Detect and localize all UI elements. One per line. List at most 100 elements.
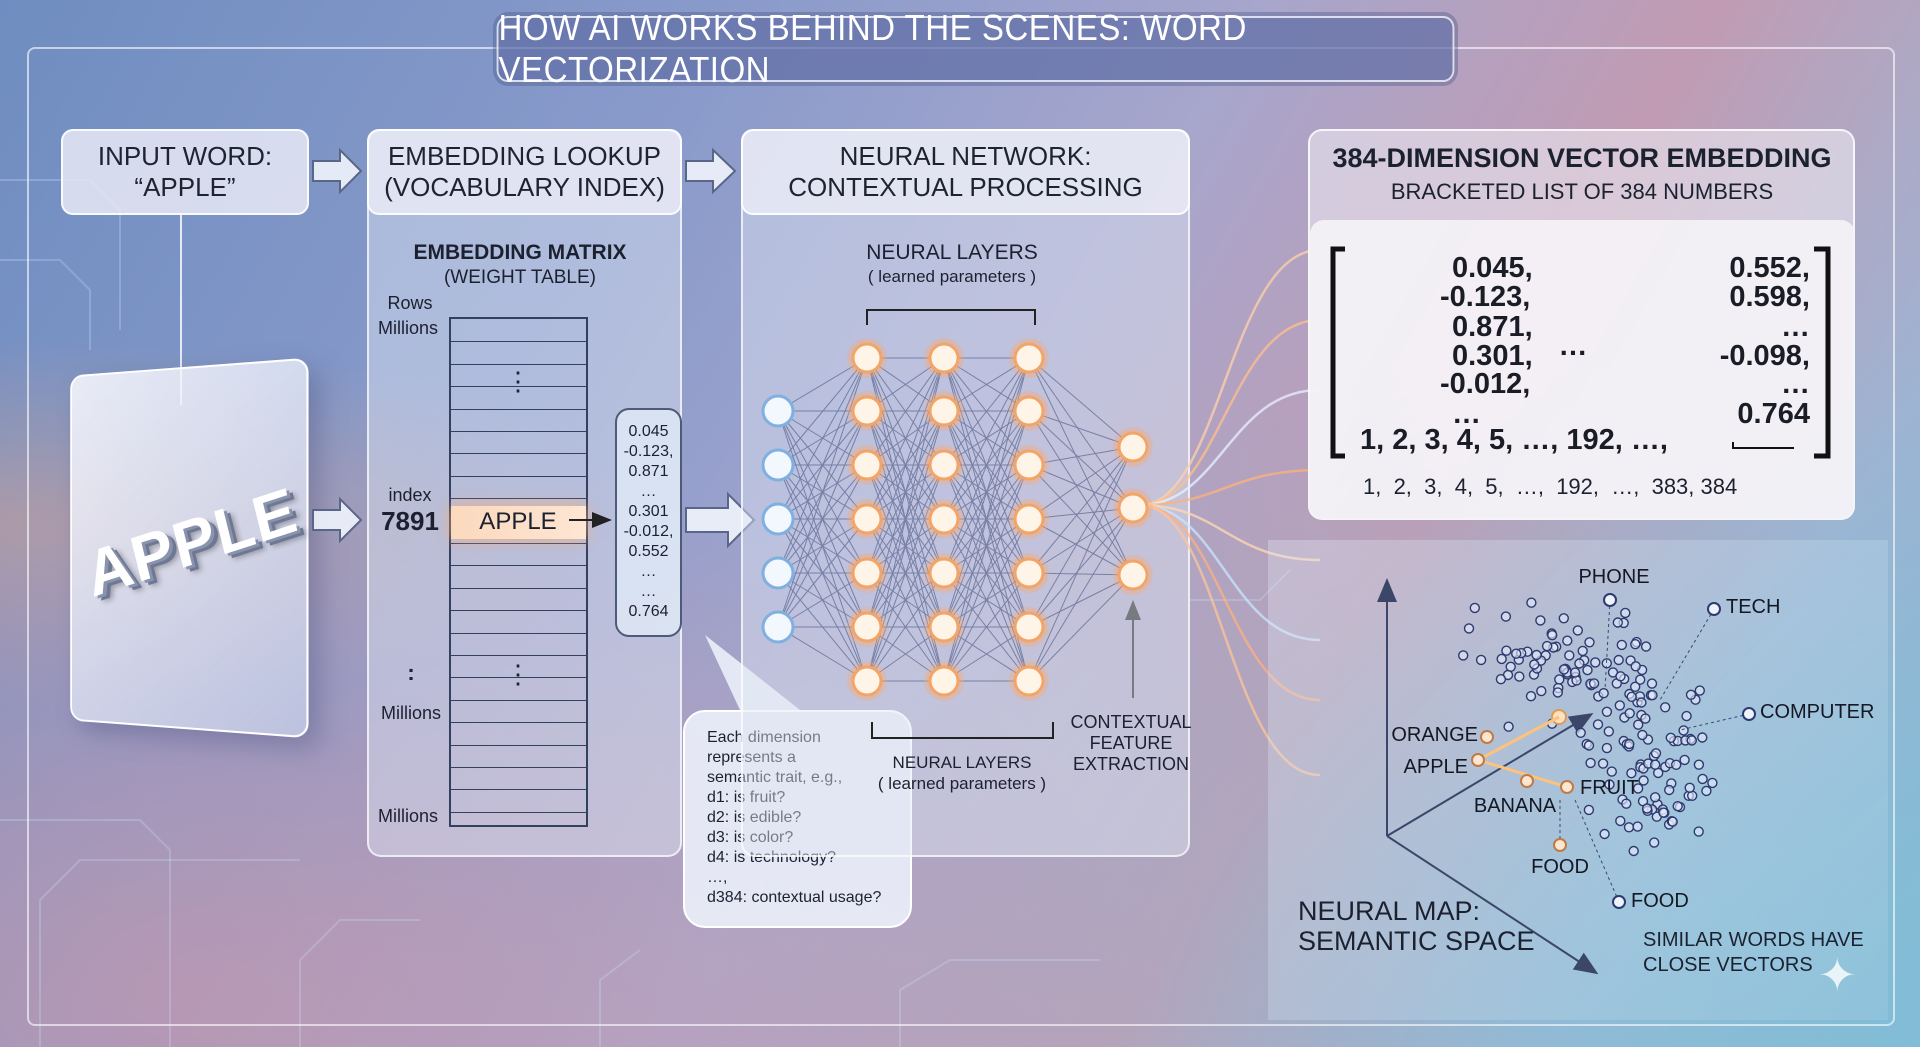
- map-point: [1594, 720, 1603, 729]
- map-point: [1687, 736, 1696, 745]
- map-point: [1648, 679, 1657, 688]
- map-point: [1615, 701, 1624, 710]
- word-label-apple: APPLE: [1404, 756, 1468, 779]
- map-point: [1573, 626, 1582, 635]
- map-point: [1622, 799, 1631, 808]
- map-point: [1708, 778, 1717, 787]
- map-point: [1586, 758, 1595, 767]
- map-point: [1543, 642, 1552, 651]
- word-label-computer: COMPUTER: [1760, 701, 1874, 724]
- map-point: [1642, 642, 1651, 651]
- map-point: [1695, 686, 1704, 695]
- map-point: [1665, 786, 1674, 795]
- map-point: [1672, 760, 1681, 769]
- map-point: [1477, 655, 1486, 664]
- map-point: [1537, 687, 1546, 696]
- map-point: [1585, 741, 1594, 750]
- map-point: [1571, 668, 1580, 677]
- map-point: [1602, 744, 1611, 753]
- map-point: [1639, 776, 1648, 785]
- map-point: [1604, 727, 1613, 736]
- word-label-phone: PHONE: [1578, 566, 1649, 589]
- map-point: [1617, 640, 1626, 649]
- word-point-phone: [1604, 594, 1616, 606]
- map-point: [1555, 675, 1564, 684]
- map-point: [1648, 691, 1657, 700]
- map-point: [1600, 830, 1609, 839]
- map-point: [1465, 624, 1474, 633]
- map-point: [1638, 731, 1647, 740]
- word-point-food2: [1613, 896, 1625, 908]
- map-point: [1599, 689, 1608, 698]
- map-point: [1625, 709, 1634, 718]
- word-label-tech: TECH: [1726, 596, 1780, 619]
- map-point: [1616, 816, 1625, 825]
- map-point: [1614, 656, 1623, 665]
- word-label-food2: FOOD: [1631, 890, 1689, 913]
- map-point: [1501, 612, 1510, 621]
- map-point: [1496, 675, 1505, 684]
- map-point: [1548, 631, 1557, 640]
- map-point: [1559, 665, 1568, 674]
- word-point-apple: [1472, 754, 1484, 766]
- map-point: [1698, 774, 1707, 783]
- map-point: [1631, 662, 1640, 671]
- word-label-fruit: FRUIT: [1580, 777, 1639, 800]
- map-point: [1527, 692, 1536, 701]
- map-point: [1575, 659, 1584, 668]
- map-point: [1652, 749, 1661, 758]
- map-point: [1602, 707, 1611, 716]
- sparkle-icon: ✦: [1818, 948, 1857, 1002]
- map-point: [1470, 603, 1479, 612]
- map-note-2: CLOSE VECTORS: [1643, 954, 1813, 977]
- map-point: [1578, 646, 1587, 655]
- map-point: [1563, 636, 1572, 645]
- map-point: [1502, 646, 1511, 655]
- map-point: [1527, 598, 1536, 607]
- map-point: [1553, 688, 1562, 697]
- map-point: [1679, 726, 1688, 735]
- map-point: [1616, 672, 1625, 681]
- map-title-1: NEURAL MAP:: [1298, 896, 1480, 927]
- map-point: [1584, 805, 1593, 814]
- map-point: [1576, 728, 1585, 737]
- word-label-orange: ORANGE: [1391, 724, 1478, 747]
- map-point: [1698, 733, 1707, 742]
- map-point: [1532, 651, 1541, 660]
- map-point: [1702, 786, 1711, 795]
- map-point: [1673, 802, 1682, 811]
- map-point: [1512, 649, 1521, 658]
- map-point: [1607, 767, 1616, 776]
- map-point: [1530, 660, 1539, 669]
- map-point: [1694, 760, 1703, 769]
- map-point: [1685, 783, 1694, 792]
- map-title-2: SEMANTIC SPACE: [1298, 926, 1535, 957]
- word-point-computer: [1743, 708, 1755, 720]
- map-point: [1651, 760, 1660, 769]
- map-point: [1590, 679, 1599, 688]
- map-point: [1641, 714, 1650, 723]
- map-point: [1565, 651, 1574, 660]
- map-point: [1633, 822, 1642, 831]
- map-point: [1694, 827, 1703, 836]
- map-point: [1631, 640, 1640, 649]
- map-point: [1666, 733, 1675, 742]
- word-label-food1: FOOD: [1531, 856, 1589, 879]
- map-point: [1680, 755, 1689, 764]
- word-label-banana: BANANA: [1474, 795, 1556, 818]
- map-point: [1625, 740, 1634, 749]
- word-point-food1: [1554, 839, 1566, 851]
- map-point: [1659, 808, 1668, 817]
- map-point: [1637, 698, 1646, 707]
- word-point-fruit: [1561, 781, 1573, 793]
- map-point: [1627, 692, 1636, 701]
- map-point: [1504, 722, 1513, 731]
- map-point: [1668, 817, 1677, 826]
- map-point: [1591, 658, 1600, 667]
- map-point: [1629, 847, 1638, 856]
- map-point: [1650, 838, 1659, 847]
- map-point: [1583, 666, 1592, 675]
- map-point: [1459, 651, 1468, 660]
- map-point: [1643, 804, 1652, 813]
- label-leader: [1605, 600, 1610, 690]
